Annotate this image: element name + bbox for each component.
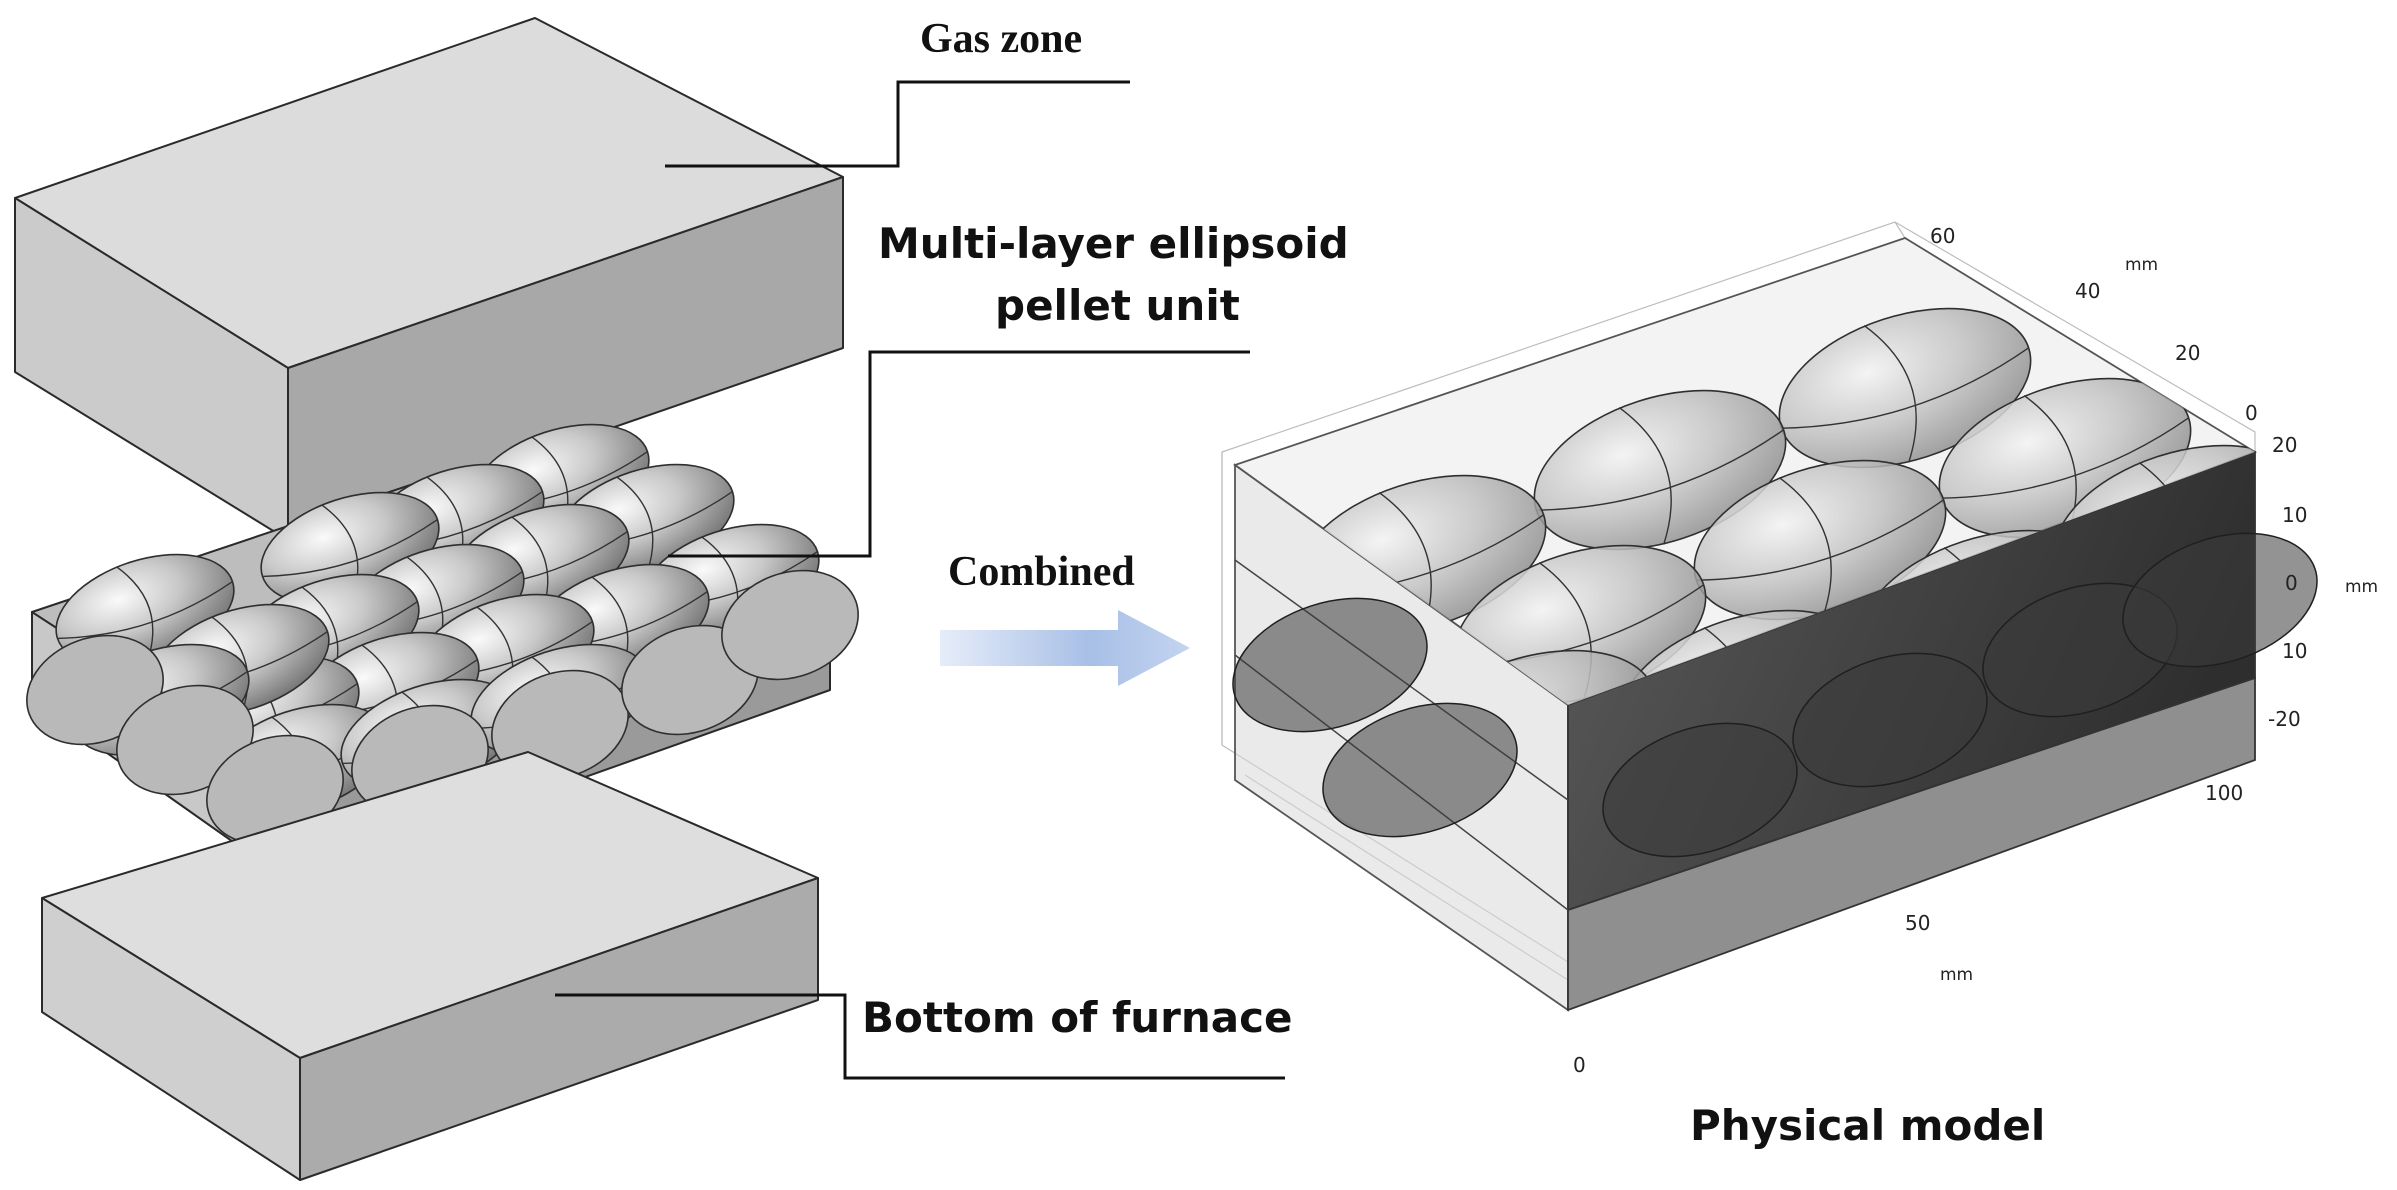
x-tick-0: 0: [1573, 1053, 1586, 1077]
y-tick-60: 60: [1930, 224, 1955, 248]
front-pellet-3: [2122, 532, 2318, 668]
combined-arrow: [940, 610, 1190, 686]
z-tick-10b: 10: [2282, 639, 2307, 663]
z-tick-minus20: -20: [2268, 707, 2301, 731]
front-pellet-4: [1232, 597, 1428, 733]
z-tick-20: 20: [2272, 433, 2297, 457]
combined-label: Combined: [948, 549, 1135, 595]
y-tick-40: 40: [2075, 279, 2100, 303]
furnace-bottom-box: [41, 751, 819, 1181]
x-tick-100: 100: [2205, 781, 2243, 805]
z-tick-0: 0: [2285, 571, 2298, 595]
front-pellet-0: [1602, 722, 1798, 858]
gas-zone-label: Gas zone: [920, 16, 1082, 62]
glass-pellet-2: [1533, 389, 1787, 551]
y-tick-20: 20: [2175, 341, 2200, 365]
z-axis-ticks: 20 10 0 10 -20 mm: [2268, 433, 2378, 731]
bottom-leader: [555, 993, 1285, 1080]
glass-pellet-0: [1778, 307, 2032, 469]
y-tick-0: 0: [2245, 401, 2258, 425]
physical-model-label: Physical model: [1690, 1101, 2045, 1150]
x-tick-50: 50: [1905, 911, 1930, 935]
z-axis-unit: mm: [2345, 577, 2378, 597]
y-axis-unit: mm: [2125, 255, 2158, 275]
z-tick-10: 10: [2282, 503, 2307, 527]
front-pellet-5: [1322, 702, 1518, 838]
gas-zone-leader: [665, 80, 1130, 168]
pellet-cut-face-6: [721, 569, 859, 681]
physical-model: 60 40 20 0 mm 20 10 0 10 -20 mm 100 50 0…: [1221, 221, 2378, 1077]
pellet-unit-label-line2: pellet unit: [995, 281, 1240, 330]
y-axis-ticks: 60 40 20 0 mm: [1930, 224, 2258, 425]
gas-zone-box: [14, 17, 844, 541]
x-axis-unit: mm: [1940, 965, 1973, 985]
pellet-unit-leader: [668, 350, 1250, 558]
bottom-label: Bottom of furnace: [862, 993, 1293, 1042]
pellet-unit-label-line1: Multi-layer ellipsoid: [878, 219, 1349, 268]
front-pellet-1: [1792, 652, 1988, 788]
x-axis-ticks: 100 50 0 mm: [1573, 781, 2243, 1077]
